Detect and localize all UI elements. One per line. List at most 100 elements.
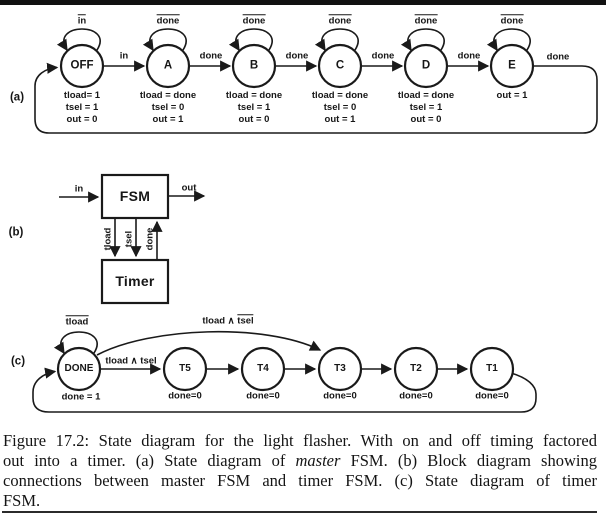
state-name-t1: T1	[486, 363, 498, 374]
trans-label-done-3: done	[371, 50, 395, 62]
state-circle-d	[403, 43, 449, 89]
state-output-t1: done=0	[475, 390, 509, 402]
output-line: out = 1	[496, 90, 528, 101]
tload-signal-label: tload	[102, 227, 114, 251]
selfloop-label-d: done	[414, 14, 438, 27]
state-name-t5: T5	[179, 363, 191, 374]
state-circle-b	[231, 43, 277, 89]
state-circle-t1	[469, 346, 515, 392]
caption-line-3: connections between master FSM and timer…	[3, 471, 597, 491]
negated-tsel-label: tsel	[237, 314, 254, 327]
state-circle-c	[317, 43, 363, 89]
a-selfloop-d	[400, 28, 445, 52]
output-line: tload = done	[225, 90, 283, 101]
a-selfloop-e	[486, 28, 531, 52]
panel-c-diagram	[32, 330, 537, 413]
state-output-t2: done=0	[399, 390, 433, 402]
output-line: out = 1	[324, 114, 356, 125]
state-outputs-c: tload = done tsel = 0 out = 1	[312, 90, 368, 126]
figure-area: (a) in done done done done done OFF A B …	[8, 14, 598, 413]
timer-block-label: Timer	[115, 273, 155, 289]
state-outputs-b: tload = done tsel = 1 out = 0	[226, 90, 282, 126]
a-selfloop-off	[56, 28, 101, 52]
diagram-strokes	[32, 28, 598, 413]
state-outputs-e: out = 1	[497, 90, 528, 102]
state-circle-t4	[240, 346, 286, 392]
output-line: tsel = 1	[65, 102, 99, 113]
trans-label-in: in	[119, 50, 129, 62]
skip-label-prefix: tload ∧	[202, 315, 238, 327]
negated-done-label: done	[500, 14, 524, 27]
state-circle-t3	[317, 346, 363, 392]
caption-text: connections between master FSM and timer…	[3, 471, 597, 490]
caption-text: out into a timer. (a) State diagram of	[3, 451, 296, 470]
output-line: out = 0	[66, 114, 98, 125]
bottom-rule	[2, 511, 597, 513]
negated-done-label: done	[242, 14, 266, 27]
done-t5-trans-label: tload ∧ tsel	[105, 355, 157, 367]
output-line: tsel = 1	[409, 102, 443, 113]
output-line: tsel = 1	[237, 102, 271, 113]
a-selfloop-c	[314, 28, 359, 52]
skip-arc-label: tload ∧ tsel	[202, 314, 254, 327]
state-name-b: B	[249, 59, 259, 72]
state-outputs-d: tload = done tsel = 1 out = 0	[398, 90, 454, 126]
output-line: tload= 1	[63, 90, 101, 101]
done-signal-label: done	[144, 227, 156, 251]
caption-text: FSM. (b) Block diagram showing	[340, 451, 597, 470]
selfloop-label-e: done	[500, 14, 524, 27]
output-line: tload = done	[311, 90, 369, 101]
c-return-arc	[32, 367, 537, 413]
state-name-d: D	[421, 59, 431, 72]
state-circle-off	[59, 43, 105, 89]
state-outputs-off: tload= 1 tsel = 1 out = 0	[64, 90, 100, 126]
in-signal-label: in	[74, 183, 84, 195]
panel-b-tag: (b)	[8, 226, 24, 239]
state-name-done: DONE	[64, 363, 94, 374]
panel-b-diagram	[59, 173, 206, 305]
caption-line-4: FSM.	[3, 491, 597, 511]
top-rule	[0, 0, 606, 5]
negated-done-label: done	[414, 14, 438, 27]
state-circle-e	[489, 43, 535, 89]
negated-tload-label: tload	[65, 315, 89, 328]
output-line: out = 1	[152, 114, 184, 125]
state-name-e: E	[508, 59, 516, 72]
state-outputs-a: tload = done tsel = 0 out = 1	[140, 90, 196, 126]
selfloop-label-a: done	[156, 14, 180, 27]
out-signal-label: out	[181, 182, 197, 194]
panel-a-tag: (a)	[9, 91, 25, 104]
trans-label-done-4: done	[457, 50, 481, 62]
state-name-t3: T3	[334, 363, 346, 374]
selfloop-label-b: done	[242, 14, 266, 27]
caption-text: Figure 17.2: State diagram for the light…	[3, 431, 597, 450]
a-return-arc	[34, 62, 598, 134]
state-circle-done	[56, 346, 102, 392]
timer-block	[100, 258, 170, 305]
state-output-t4: done=0	[246, 390, 280, 402]
negated-done-label: done	[328, 14, 352, 27]
caption-line-2: out into a timer. (a) State diagram of m…	[3, 451, 597, 471]
caption-italic-master: master	[295, 451, 341, 470]
state-name-off: OFF	[70, 59, 94, 72]
state-name-t2: T2	[410, 363, 422, 374]
panel-c-tag: (c)	[10, 355, 26, 368]
state-output-t5: done=0	[168, 390, 202, 402]
selfloop-label-c: done	[328, 14, 352, 27]
output-line: tload = done	[397, 90, 455, 101]
c-skip-arc	[96, 330, 322, 356]
trans-label-done-exit: done	[546, 51, 570, 63]
negated-in-label: in	[77, 14, 87, 27]
fsm-block-label: FSM	[119, 188, 151, 204]
tsel-signal-label: tsel	[123, 230, 135, 248]
state-name-t4: T4	[257, 363, 269, 374]
output-line: out = 0	[238, 114, 270, 125]
trans-label-done-2: done	[285, 50, 309, 62]
a-selfloop-a	[142, 28, 187, 52]
caption-text: FSM.	[3, 491, 41, 510]
caption-line-1: Figure 17.2: State diagram for the light…	[3, 431, 597, 451]
state-circle-t5	[162, 346, 208, 392]
trans-label-done-1: done	[199, 50, 223, 62]
negated-done-label: done	[156, 14, 180, 27]
